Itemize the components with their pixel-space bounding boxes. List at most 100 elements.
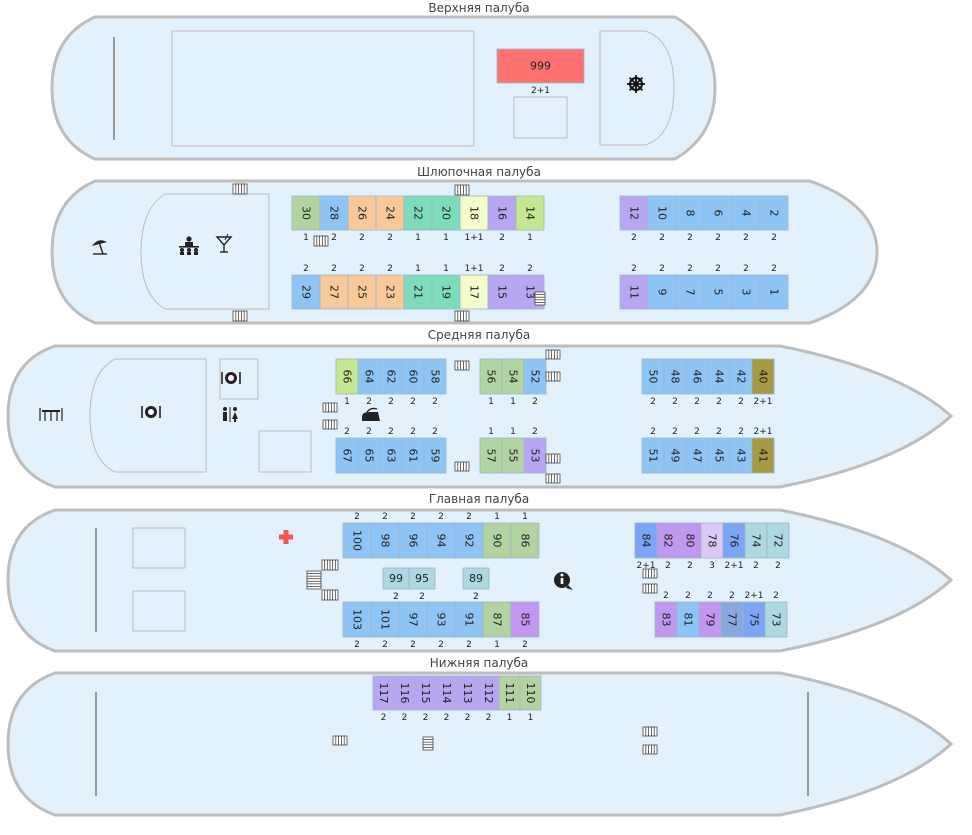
cabin-box[interactable] <box>347 195 377 231</box>
cabin-24[interactable]: 242 <box>375 195 405 243</box>
cabin-26[interactable]: 262 <box>347 195 377 243</box>
cabin-17[interactable]: 171+1 <box>459 264 489 310</box>
cabin-11[interactable]: 112 <box>619 264 649 310</box>
cabin-box[interactable] <box>759 274 789 310</box>
cabin-box[interactable] <box>403 274 433 310</box>
cabin-89[interactable]: 892 <box>462 567 490 602</box>
cabin-8[interactable]: 82 <box>675 195 705 243</box>
cabin-21[interactable]: 211 <box>403 264 433 310</box>
cabin-box[interactable] <box>291 274 321 310</box>
cabin-66[interactable]: 661 <box>335 358 359 407</box>
cabin-box[interactable] <box>647 195 677 231</box>
cabin-43[interactable]: 432 <box>729 427 753 474</box>
cabin-42[interactable]: 422 <box>729 358 753 407</box>
cabin-box[interactable] <box>764 601 788 638</box>
cabin-box[interactable] <box>423 437 447 474</box>
cabin-28[interactable]: 282 <box>319 195 349 243</box>
cabin-59[interactable]: 592 <box>423 427 447 474</box>
cabin-18[interactable]: 181+1 <box>459 195 489 243</box>
cabin-95[interactable]: 952 <box>408 567 436 602</box>
cabin-box[interactable] <box>342 601 372 638</box>
cabin-19[interactable]: 191 <box>431 264 461 310</box>
cabin-44[interactable]: 442 <box>707 358 731 407</box>
cabin-96[interactable]: 962 <box>398 512 428 559</box>
cabin-box[interactable] <box>496 48 585 84</box>
cabin-51[interactable]: 512 <box>641 427 665 474</box>
cabin-box[interactable] <box>423 358 447 395</box>
cabin-92[interactable]: 922 <box>454 512 484 559</box>
cabin-box[interactable] <box>291 195 321 231</box>
cabin-94[interactable]: 942 <box>426 512 456 559</box>
cabin-63[interactable]: 632 <box>379 427 403 474</box>
cabin-99[interactable]: 992 <box>382 567 410 602</box>
cabin-64[interactable]: 642 <box>357 358 381 407</box>
cabin-53[interactable]: 532 <box>523 427 547 474</box>
cabin-box[interactable] <box>454 601 484 638</box>
cabin-30[interactable]: 301 <box>291 195 321 243</box>
cabin-40[interactable]: 402+1 <box>751 358 775 407</box>
cabin-box[interactable] <box>426 522 456 559</box>
cabin-box[interactable] <box>482 522 512 559</box>
cabin-3[interactable]: 32 <box>731 264 761 310</box>
cabin-52[interactable]: 522 <box>523 358 547 407</box>
cabin-box[interactable] <box>319 274 349 310</box>
cabin-50[interactable]: 502 <box>641 358 665 407</box>
cabin-81[interactable]: 812 <box>676 591 700 638</box>
cabin-box[interactable] <box>375 195 405 231</box>
cabin-9[interactable]: 92 <box>647 264 677 310</box>
cabin-77[interactable]: 772 <box>720 591 744 638</box>
cabin-6[interactable]: 62 <box>703 195 733 243</box>
cabin-74[interactable]: 742 <box>744 522 768 571</box>
cabin-61[interactable]: 612 <box>401 427 425 474</box>
cabin-box[interactable] <box>751 358 775 395</box>
cabin-box[interactable] <box>398 601 428 638</box>
cabin-25[interactable]: 252 <box>347 264 377 310</box>
cabin-box[interactable] <box>519 675 542 711</box>
cabin-2[interactable]: 22 <box>759 195 789 243</box>
cabin-29[interactable]: 292 <box>291 264 321 310</box>
cabin-56[interactable]: 561 <box>479 358 503 407</box>
cabin-67[interactable]: 672 <box>335 427 359 474</box>
cabin-box[interactable] <box>408 567 436 590</box>
cabin-box[interactable] <box>619 195 649 231</box>
cabin-box[interactable] <box>731 274 761 310</box>
cabin-box[interactable] <box>482 601 512 638</box>
cabin-93[interactable]: 932 <box>426 601 456 650</box>
cabin-86[interactable]: 861 <box>510 512 540 559</box>
cabin-97[interactable]: 972 <box>398 601 428 650</box>
info-icon[interactable] <box>554 572 573 590</box>
cabin-46[interactable]: 462 <box>685 358 709 407</box>
cabin-45[interactable]: 452 <box>707 427 731 474</box>
cabin-84[interactable]: 842+1 <box>634 522 658 571</box>
cabin-box[interactable] <box>675 195 705 231</box>
cabin-box[interactable] <box>515 195 545 231</box>
cabin-box[interactable] <box>751 437 775 474</box>
cabin-12[interactable]: 122 <box>619 195 649 243</box>
cabin-48[interactable]: 482 <box>663 358 687 407</box>
cabin-box[interactable] <box>459 195 489 231</box>
cabin-20[interactable]: 201 <box>431 195 461 243</box>
cabin-box[interactable] <box>766 522 790 559</box>
cabin-box[interactable] <box>703 274 733 310</box>
cabin-79[interactable]: 792 <box>698 591 722 638</box>
cabin-16[interactable]: 162 <box>487 195 517 243</box>
cabin-box[interactable] <box>454 522 484 559</box>
cabin-55[interactable]: 551 <box>501 427 525 474</box>
cabin-box[interactable] <box>487 274 517 310</box>
cabin-60[interactable]: 602 <box>401 358 425 407</box>
cabin-75[interactable]: 752+1 <box>742 591 766 638</box>
cabin-box[interactable] <box>759 195 789 231</box>
cabin-box[interactable] <box>619 274 649 310</box>
cabin-box[interactable] <box>510 522 540 559</box>
cabin-box[interactable] <box>703 195 733 231</box>
cabin-90[interactable]: 901 <box>482 512 512 559</box>
